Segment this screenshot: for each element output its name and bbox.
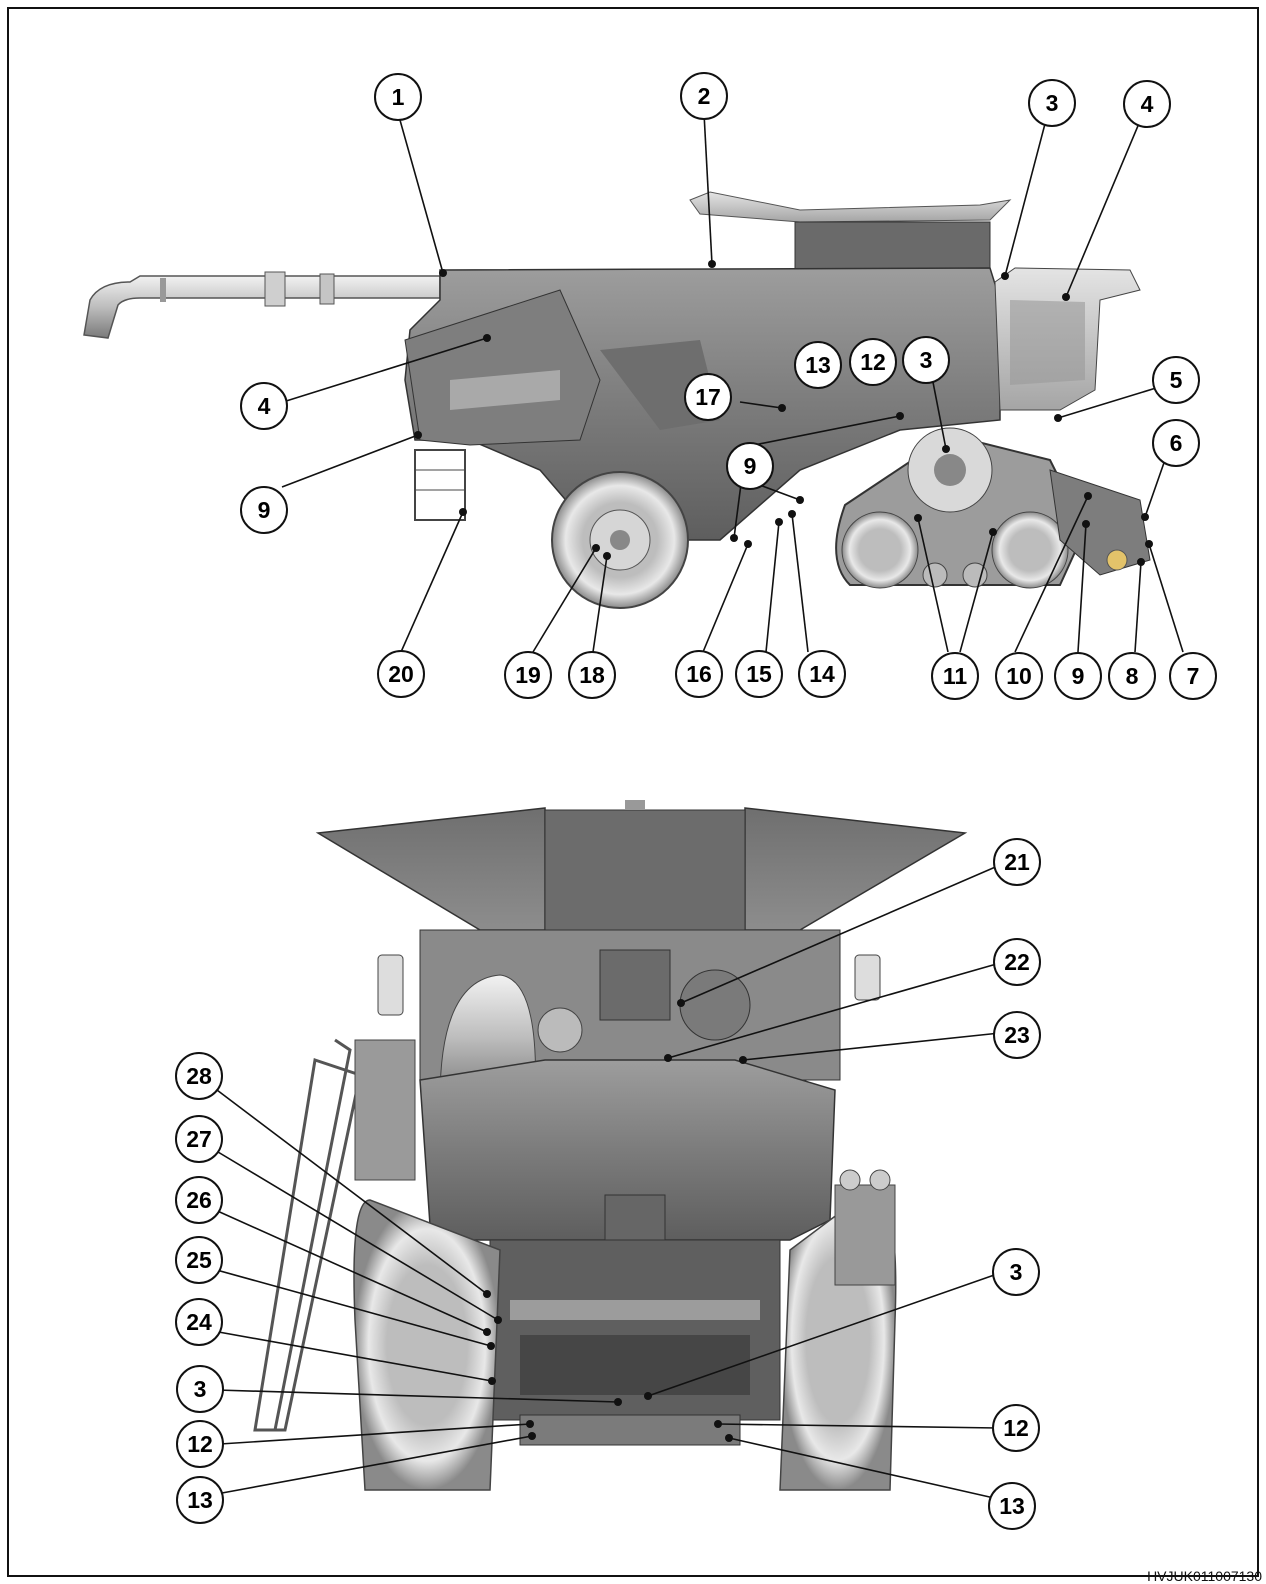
callout-20: 20 bbox=[377, 650, 425, 698]
callout-label: 21 bbox=[1004, 849, 1030, 875]
callout-label: 17 bbox=[695, 384, 721, 410]
callout-label: 6 bbox=[1170, 430, 1183, 456]
figure-code: HVJUK011007130 bbox=[1147, 1568, 1262, 1584]
callout-label: 15 bbox=[746, 661, 772, 687]
callout-11: 11 bbox=[931, 652, 979, 700]
grain-tank-flap bbox=[689, 191, 1012, 223]
leader-lines bbox=[212, 112, 1184, 1499]
callout-label: 8 bbox=[1126, 663, 1139, 689]
callout-10: 10 bbox=[995, 652, 1043, 700]
callout-label: 12 bbox=[187, 1431, 213, 1457]
callout-label: 13 bbox=[805, 352, 831, 378]
leader-dots bbox=[414, 260, 1153, 1442]
grain-tank-wing-left bbox=[315, 807, 546, 931]
callout-9: 9 bbox=[1054, 652, 1102, 700]
callout-9: 9 bbox=[726, 442, 774, 490]
callout-label: 10 bbox=[1006, 663, 1032, 689]
callout-label: 24 bbox=[186, 1309, 212, 1335]
callout-7: 7 bbox=[1169, 652, 1217, 700]
callout-label: 19 bbox=[515, 662, 541, 688]
callout-label: 3 bbox=[1010, 1259, 1023, 1285]
callout-label: 12 bbox=[1003, 1415, 1029, 1441]
callout-4: 4 bbox=[1123, 80, 1171, 128]
callout-3: 3 bbox=[1028, 79, 1076, 127]
callout-3: 3 bbox=[992, 1248, 1040, 1296]
callout-label: 9 bbox=[744, 453, 757, 479]
callout-17: 17 bbox=[684, 373, 732, 421]
ladder bbox=[253, 1058, 362, 1432]
callout-1: 1 bbox=[374, 73, 422, 121]
callout-2: 2 bbox=[680, 72, 728, 120]
callout-label: 18 bbox=[579, 662, 605, 688]
callout-27: 27 bbox=[175, 1115, 223, 1163]
callout-14: 14 bbox=[798, 650, 846, 698]
callouts: 1 2 3 4 4 5 6 9 9 13 12 3 17 20 19 18 16… bbox=[175, 72, 1217, 1530]
callout-label: 2 bbox=[698, 83, 711, 109]
callout-label: 26 bbox=[186, 1187, 212, 1213]
callout-15: 15 bbox=[735, 650, 783, 698]
callout-label: 27 bbox=[186, 1126, 212, 1152]
callout-28: 28 bbox=[175, 1052, 223, 1100]
callout-label: 20 bbox=[388, 661, 414, 687]
callout-12: 12 bbox=[992, 1404, 1040, 1452]
callout-22: 22 bbox=[993, 938, 1041, 986]
callout-label: 1 bbox=[392, 84, 405, 110]
callout-label: 4 bbox=[258, 393, 271, 419]
callout-24: 24 bbox=[175, 1298, 223, 1346]
callout-25: 25 bbox=[175, 1236, 223, 1284]
callout-19: 19 bbox=[504, 651, 552, 699]
callout-12: 12 bbox=[176, 1420, 224, 1468]
callout-label: 13 bbox=[187, 1487, 213, 1513]
combine-rear-view bbox=[253, 800, 968, 1491]
callout-13: 13 bbox=[988, 1482, 1036, 1530]
callout-label: 14 bbox=[809, 661, 835, 687]
callout-3: 3 bbox=[176, 1365, 224, 1413]
callout-5: 5 bbox=[1152, 356, 1200, 404]
callout-label: 3 bbox=[194, 1376, 207, 1402]
callout-21: 21 bbox=[993, 838, 1041, 886]
callout-4: 4 bbox=[240, 382, 288, 430]
callout-label: 3 bbox=[920, 347, 933, 373]
callout-9: 9 bbox=[240, 486, 288, 534]
callout-label: 22 bbox=[1004, 949, 1030, 975]
callout-23: 23 bbox=[993, 1011, 1041, 1059]
callout-label: 16 bbox=[686, 661, 712, 687]
grain-tank-wing-right bbox=[744, 807, 968, 931]
callout-26: 26 bbox=[175, 1176, 223, 1224]
callout-label: 9 bbox=[1072, 663, 1085, 689]
callout-label: 23 bbox=[1004, 1022, 1030, 1048]
callout-label: 9 bbox=[258, 497, 271, 523]
callout-label: 7 bbox=[1187, 663, 1200, 689]
callout-label: 11 bbox=[943, 663, 968, 689]
callout-label: 5 bbox=[1170, 367, 1183, 393]
callout-label: 28 bbox=[186, 1063, 212, 1089]
callout-label: 3 bbox=[1046, 90, 1059, 116]
callout-3: 3 bbox=[902, 336, 950, 384]
callout-13: 13 bbox=[176, 1476, 224, 1524]
callout-8: 8 bbox=[1108, 652, 1156, 700]
callout-label: 25 bbox=[186, 1247, 212, 1273]
callout-label: 13 bbox=[999, 1493, 1025, 1519]
callout-12: 12 bbox=[849, 338, 897, 386]
callout-18: 18 bbox=[568, 651, 616, 699]
callout-label: 12 bbox=[860, 349, 886, 375]
rear-left-tyre bbox=[353, 1199, 501, 1491]
callout-label: 4 bbox=[1141, 91, 1154, 117]
page-border bbox=[7, 7, 1259, 1577]
unloading-auger bbox=[83, 275, 441, 339]
callout-16: 16 bbox=[675, 650, 723, 698]
callout-6: 6 bbox=[1152, 419, 1200, 467]
callout-13: 13 bbox=[794, 341, 842, 389]
